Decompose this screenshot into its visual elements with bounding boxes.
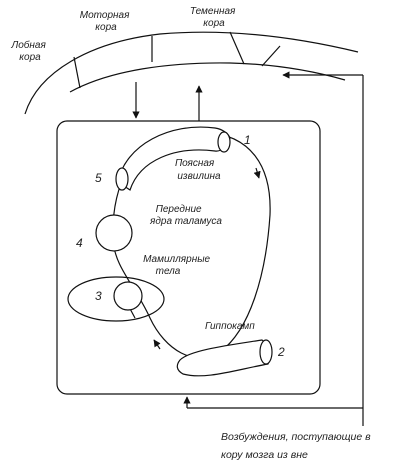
- cingulate-end-1: [217, 131, 231, 153]
- cortex-divider-4: [261, 45, 281, 67]
- label-frontal-cortex: Лобная кора: [10, 39, 48, 63]
- cingulate-end-5: [115, 167, 129, 191]
- caption-external-input: Возбуждения, поступающие в кору мозга из…: [221, 431, 374, 461]
- hippocampus: [176, 339, 271, 377]
- label-anterior-thalamic-nuclei: Передние ядра таламуса: [149, 204, 222, 227]
- anterior-thalamic-nuclei: [95, 214, 133, 252]
- label-hippocampus: Гиппокамп: [205, 321, 255, 332]
- label-parietal-cortex: Теменная кора: [190, 6, 238, 29]
- cortex-divider-3: [229, 31, 245, 65]
- label-mamillary-bodies: Мамиллярные тела: [143, 254, 213, 277]
- number-1: 1: [244, 133, 251, 147]
- number-3: 3: [95, 289, 102, 303]
- number-4: 4: [76, 236, 83, 250]
- hippocampus-end-2: [259, 339, 273, 365]
- number-2: 2: [277, 345, 285, 359]
- mamillary-bodies: [113, 281, 143, 311]
- number-5: 5: [95, 171, 102, 185]
- label-cingulate-gyrus: Поясная извилина: [175, 158, 221, 182]
- cortex-outer-arc: [24, 31, 359, 115]
- cortex-divider-1: [73, 56, 81, 89]
- brain-box: [56, 120, 321, 395]
- label-motor-cortex: Моторная кора: [80, 10, 132, 33]
- mamillary-outer-ellipse: [67, 276, 165, 322]
- arrow-loop-hippocampus: [153, 339, 161, 350]
- cortex-inner-arc: [69, 62, 346, 93]
- arrow-loop-cingulate: [253, 167, 261, 179]
